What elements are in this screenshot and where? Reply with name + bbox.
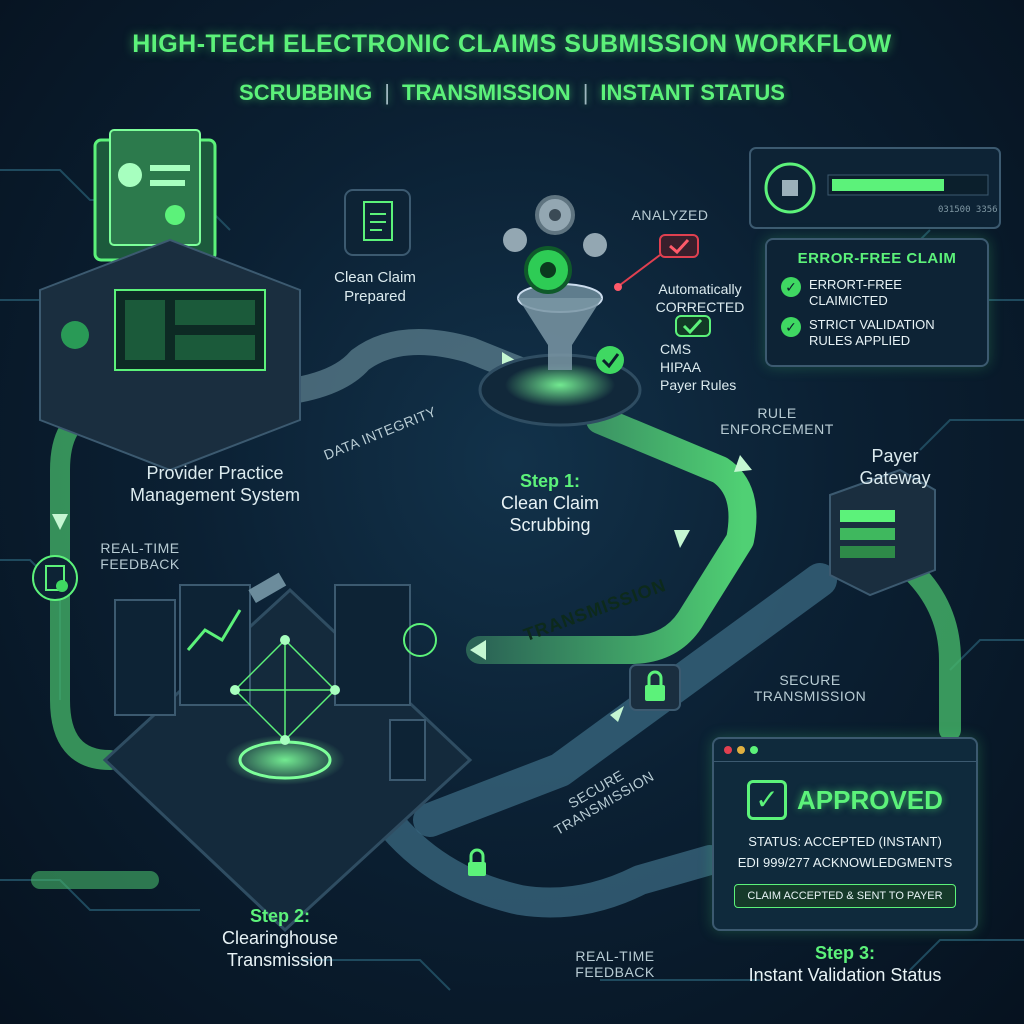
lock-icon (468, 848, 486, 876)
device-code: 031500 3356 (938, 205, 998, 215)
secure-transmission-label: SECURE TRANSMISSION (753, 672, 867, 704)
step1-label: Step 1: Clean Claim Scrubbing (480, 470, 620, 536)
clearinghouse-platform-illustration (102, 572, 473, 933)
real-time-feedback-bottom-label: REAL-TIME FEEDBACK (575, 948, 655, 980)
step3-label: Step 3: Instant Validation Status (715, 942, 975, 986)
check-icon: ✓ (781, 317, 801, 337)
step3-name: Instant Validation Status (748, 965, 942, 985)
step2-number: Step 2: (249, 906, 310, 926)
real-time-feedback-label: REAL-TIME FEEDBACK (100, 540, 180, 572)
document-icon (344, 189, 411, 256)
page-subtitle: SCRUBBING|TRANSMISSION|INSTANT STATUS (239, 80, 785, 105)
flow-arrows (52, 352, 752, 722)
status-window: ✓ APPROVED STATUS: ACCEPTED (INSTANT) ED… (712, 737, 978, 931)
analyzed-badge (614, 234, 699, 291)
step1-number: Step 1: (519, 471, 580, 491)
claim-accepted-button[interactable]: CLAIM ACCEPTED & SENT TO PAYER (734, 884, 956, 908)
close-dot-icon[interactable] (724, 746, 732, 754)
maximize-dot-icon[interactable] (750, 746, 758, 754)
step3-number: Step 3: (814, 943, 875, 963)
subtitle-scrubbing: SCRUBBING (239, 80, 373, 105)
corrected-badge (675, 315, 711, 337)
page-title: HIGH-TECH ELECTRONIC CLAIMS SUBMISSION W… (132, 30, 892, 58)
payer-gateway-illustration (829, 468, 936, 597)
status-line: STATUS: ACCEPTED (INSTANT) (748, 834, 942, 849)
rule-cms: CMS (660, 341, 692, 357)
subtitle-transmission: TRANSMISSION (402, 80, 571, 105)
auto-corrected-label: Automatically CORRECTED (655, 281, 745, 315)
payer-gateway-label: Payer Gateway (859, 446, 931, 488)
provider-terminal-illustration (39, 129, 301, 472)
error-free-item: ✓ ERRORT-FREE CLAIMICTED (781, 277, 987, 309)
analyzed-label: ANALYZED (631, 207, 709, 223)
rules-list: CMS HIPAA Payer Rules (660, 340, 736, 394)
feedback-clipboard-icon (32, 555, 78, 601)
edi-line: EDI 999/277 ACKNOWLEDGMENTS (737, 855, 953, 870)
pipeline (31, 329, 961, 918)
rule-payer: Payer Rules (660, 377, 737, 393)
step2-name: Clearinghouse Transmission (221, 928, 339, 970)
step1-name: Clean Claim Scrubbing (500, 493, 600, 535)
error-free-item: ✓ STRICT VALIDATION RULES APPLIED (781, 317, 987, 349)
window-titlebar (714, 739, 976, 762)
approved-check-icon: ✓ (747, 780, 788, 820)
rule-enforcement-label: RULE ENFORCEMENT (720, 405, 834, 437)
clean-claim-label: Clean Claim Prepared (334, 269, 416, 305)
error-free-panel: ERROR-FREE CLAIM ✓ ERRORT-FREE CLAIMICTE… (765, 238, 989, 367)
minimize-dot-icon[interactable] (737, 746, 745, 754)
provider-label: Provider Practice Management System (129, 463, 301, 505)
lock-icon (629, 664, 681, 711)
subtitle-instant-status: INSTANT STATUS (600, 80, 785, 105)
rule-hipaa: HIPAA (660, 359, 701, 375)
scrubbing-funnel-illustration (478, 195, 642, 427)
approved-row: ✓ APPROVED (714, 780, 976, 820)
approved-text: APPROVED (797, 784, 943, 815)
error-free-title: ERROR-FREE CLAIM (797, 250, 957, 267)
status-device-illustration (749, 147, 1001, 229)
check-icon: ✓ (781, 277, 801, 297)
step2-label: Step 2: Clearinghouse Transmission (195, 905, 365, 971)
